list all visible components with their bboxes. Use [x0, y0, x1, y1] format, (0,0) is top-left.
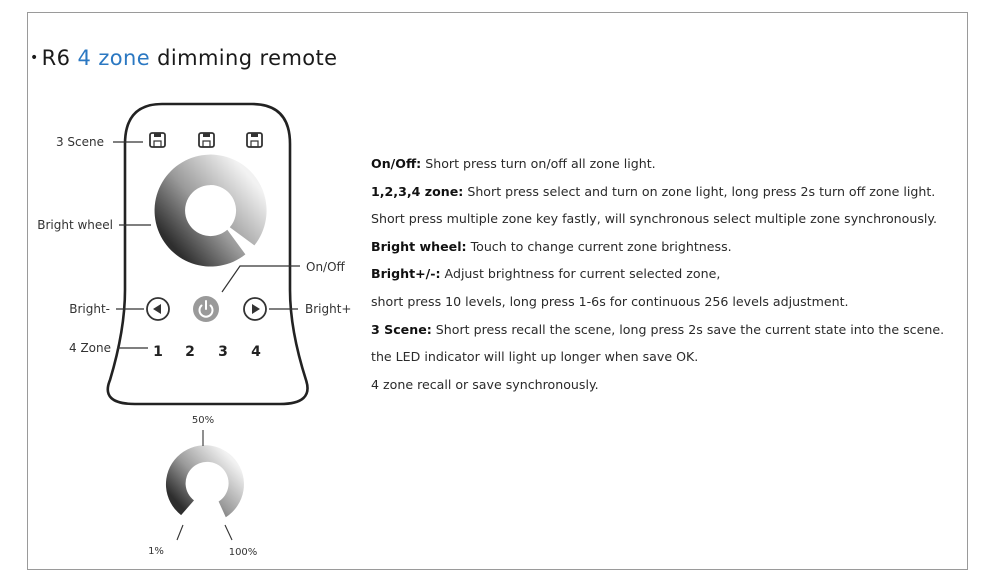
desc-text: the LED indicator will light up longer w… [371, 349, 699, 365]
zone-key-3[interactable]: 3 [218, 344, 228, 360]
desc-key: On/Off: [371, 156, 422, 171]
zone-key-4[interactable]: 4 [251, 344, 261, 360]
scale-label-1: 1% [148, 546, 164, 557]
save-icon-top [154, 133, 161, 137]
desc-text: Touch to change current zone brightness. [466, 238, 732, 254]
play-left-icon [153, 304, 161, 314]
feature-descriptions: On/Off: Short press turn on/off all zone… [371, 150, 971, 398]
desc-line: 1,2,3,4 zone: Short press select and tur… [371, 178, 971, 206]
label-bright-plus: Bright+ [305, 302, 351, 316]
desc-text: Short press select and turn on zone ligh… [463, 183, 936, 199]
title-suffix: dimming remote [150, 46, 338, 70]
content-frame [27, 12, 968, 570]
scene-button-3[interactable] [246, 132, 263, 148]
power-icon [198, 304, 214, 318]
brightness-scale-wheel [165, 445, 244, 518]
desc-text: 4 zone recall or save synchronously. [371, 376, 599, 392]
desc-text: Short press multiple zone key fastly, wi… [371, 211, 938, 227]
save-icon-label [153, 140, 162, 148]
desc-key: 3 Scene: [371, 321, 432, 337]
on-off-button[interactable] [193, 296, 219, 322]
title-prefix: R6 [41, 46, 78, 70]
desc-line: short press 10 levels, long press 1-6s f… [371, 288, 971, 316]
zone-key-2[interactable]: 2 [185, 344, 195, 360]
label-bright-minus: Bright- [69, 302, 110, 316]
save-icon-top [251, 133, 258, 137]
callout-lines [113, 141, 300, 349]
label-on-off: On/Off [306, 260, 346, 274]
scale-ticks [176, 430, 233, 541]
bright-wheel[interactable] [154, 154, 267, 267]
title-bullet: • [30, 50, 39, 66]
label-bright-wheel: Bright wheel [37, 218, 113, 232]
desc-key: 1,2,3,4 zone: [371, 183, 464, 199]
desc-text: short press 10 levels, long press 1-6s f… [371, 293, 849, 309]
scale-label-50: 50% [192, 415, 214, 426]
bright-plus-button[interactable] [243, 297, 267, 321]
desc-line: On/Off: Short press turn on/off all zone… [371, 150, 971, 178]
desc-line: Short press multiple zone key fastly, wi… [371, 205, 971, 233]
desc-text: Short press recall the scene, long press… [431, 321, 945, 337]
play-right-icon [252, 304, 260, 314]
scene-button-1[interactable] [149, 132, 166, 148]
save-icon-label [250, 140, 259, 148]
desc-key: Bright wheel: [371, 238, 467, 254]
desc-line: 3 Scene: Short press recall the scene, l… [371, 316, 971, 344]
label-4-zone: 4 Zone [69, 341, 111, 355]
desc-text: Adjust brightness for current selected z… [440, 266, 721, 282]
desc-line: the LED indicator will light up longer w… [371, 343, 971, 371]
desc-key: Bright+/-: [371, 266, 441, 282]
save-icon-label [202, 140, 211, 148]
zone-key-1[interactable]: 1 [153, 344, 163, 360]
scene-button-2[interactable] [198, 132, 215, 148]
page-title: •R6 4 zone dimming remote [30, 46, 338, 70]
bright-minus-button[interactable] [146, 297, 170, 321]
label-3-scene: 3 Scene [56, 135, 104, 149]
save-icon-top [203, 133, 210, 137]
desc-line: Bright wheel: Touch to change current zo… [371, 233, 971, 261]
scale-label-100: 100% [229, 547, 258, 558]
desc-line: 4 zone recall or save synchronously. [371, 371, 971, 399]
desc-line: Bright+/-: Adjust brightness for current… [371, 260, 971, 288]
title-accent: 4 zone [77, 46, 151, 70]
desc-text: Short press turn on/off all zone light. [421, 156, 656, 171]
